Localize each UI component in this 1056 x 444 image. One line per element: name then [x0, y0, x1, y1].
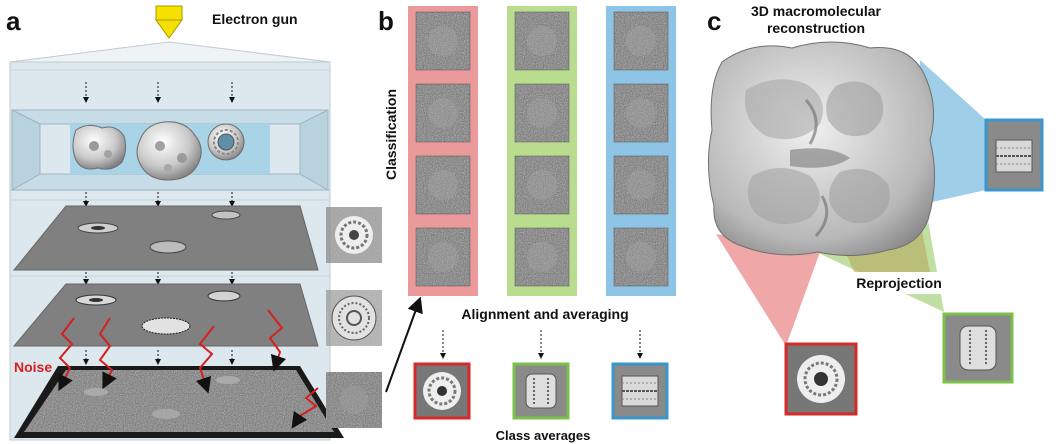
noise-arrows — [58, 309, 319, 429]
particle-tile-signal — [527, 242, 557, 272]
particle-tile-signal — [527, 98, 557, 128]
noisy-micrograph — [24, 370, 334, 432]
column-cap — [9, 41, 331, 63]
micrograph-particle — [84, 388, 108, 396]
panel-b-letter: b — [378, 6, 394, 36]
particle-tile-signal — [428, 242, 458, 272]
electron-gun-label: Electron gun — [212, 11, 298, 27]
alignment-label: Alignment and averaging — [461, 306, 628, 322]
particle-tile — [514, 155, 570, 215]
particle-tile — [415, 227, 471, 287]
panel-c: c 3D macromolecular reconstruction Repro… — [707, 3, 1044, 416]
particle-tile-signal — [428, 26, 458, 56]
particle-tile — [514, 83, 570, 143]
reprojection-image-red — [784, 342, 858, 416]
noise-zigzag — [267, 309, 287, 372]
chamber-right — [299, 109, 329, 191]
side-projection-2 — [326, 290, 382, 346]
particle-tile — [415, 11, 471, 71]
particle-tile-signal — [626, 170, 656, 200]
noise-zigzag — [98, 317, 117, 390]
particle-tile-signal — [626, 98, 656, 128]
reprojection-image-blue — [984, 118, 1044, 192]
noise-zigzag — [58, 317, 75, 392]
panel-a-letter: a — [6, 6, 21, 36]
reprojection-image-green — [942, 312, 1014, 384]
particle-tile-signal — [626, 242, 656, 272]
particle-tile-signal — [527, 170, 557, 200]
reconstruction-title-1: 3D macromolecular — [751, 3, 881, 19]
particle-tile — [613, 227, 669, 287]
panel-b: b Classification Alignment and averaging — [378, 6, 676, 443]
reprojection-beam-red — [716, 234, 820, 346]
classification-label: Classification — [383, 89, 399, 180]
particle-tile — [415, 155, 471, 215]
panel-a: a Electron gun — [6, 5, 382, 441]
macromolecular-map — [707, 41, 935, 257]
electron-gun-tip — [155, 19, 183, 39]
noise-zigzag — [291, 387, 319, 429]
particle-tile-signal — [428, 98, 458, 128]
arrow-a-to-b — [385, 296, 423, 393]
particle-tile — [613, 11, 669, 71]
side-projection-1 — [326, 207, 382, 263]
particle-tile — [613, 155, 669, 215]
micrograph-particle — [152, 409, 180, 419]
class-averages-label: Class averages — [496, 428, 591, 443]
reprojection-label-bg — [846, 272, 952, 294]
particle-tile — [613, 83, 669, 143]
panel-c-letter: c — [707, 6, 721, 36]
class-average-red — [413, 362, 471, 420]
noise-zigzag — [195, 325, 215, 394]
projection-plane-1 — [12, 205, 319, 271]
particle-tile-signal — [428, 170, 458, 200]
noise-label: Noise — [14, 359, 52, 375]
particle-tile — [415, 83, 471, 143]
particle-tile-signal — [527, 26, 557, 56]
particle-tile — [514, 227, 570, 287]
particle-tile-signal — [626, 26, 656, 56]
side-projection-3 — [326, 372, 382, 428]
class-average-green — [512, 362, 570, 420]
projection-cube — [149, 240, 187, 254]
projection-small — [207, 290, 241, 302]
reconstruction-title-2: reconstruction — [767, 20, 865, 36]
micrograph-particle — [216, 376, 240, 384]
particle-tile — [514, 11, 570, 71]
particle-large — [136, 121, 202, 181]
projection-ring-hole — [89, 298, 103, 302]
reprojection-label: Reprojection — [856, 275, 942, 291]
class-columns — [408, 6, 676, 296]
projection-large — [141, 317, 191, 335]
projection-ring-hole — [91, 226, 105, 230]
particle-cube — [72, 124, 127, 170]
chamber-left — [11, 109, 41, 191]
projection-small — [211, 210, 241, 220]
particle-ring — [207, 123, 245, 161]
electron-gun-body — [155, 5, 183, 21]
class-average-blue — [611, 362, 669, 420]
